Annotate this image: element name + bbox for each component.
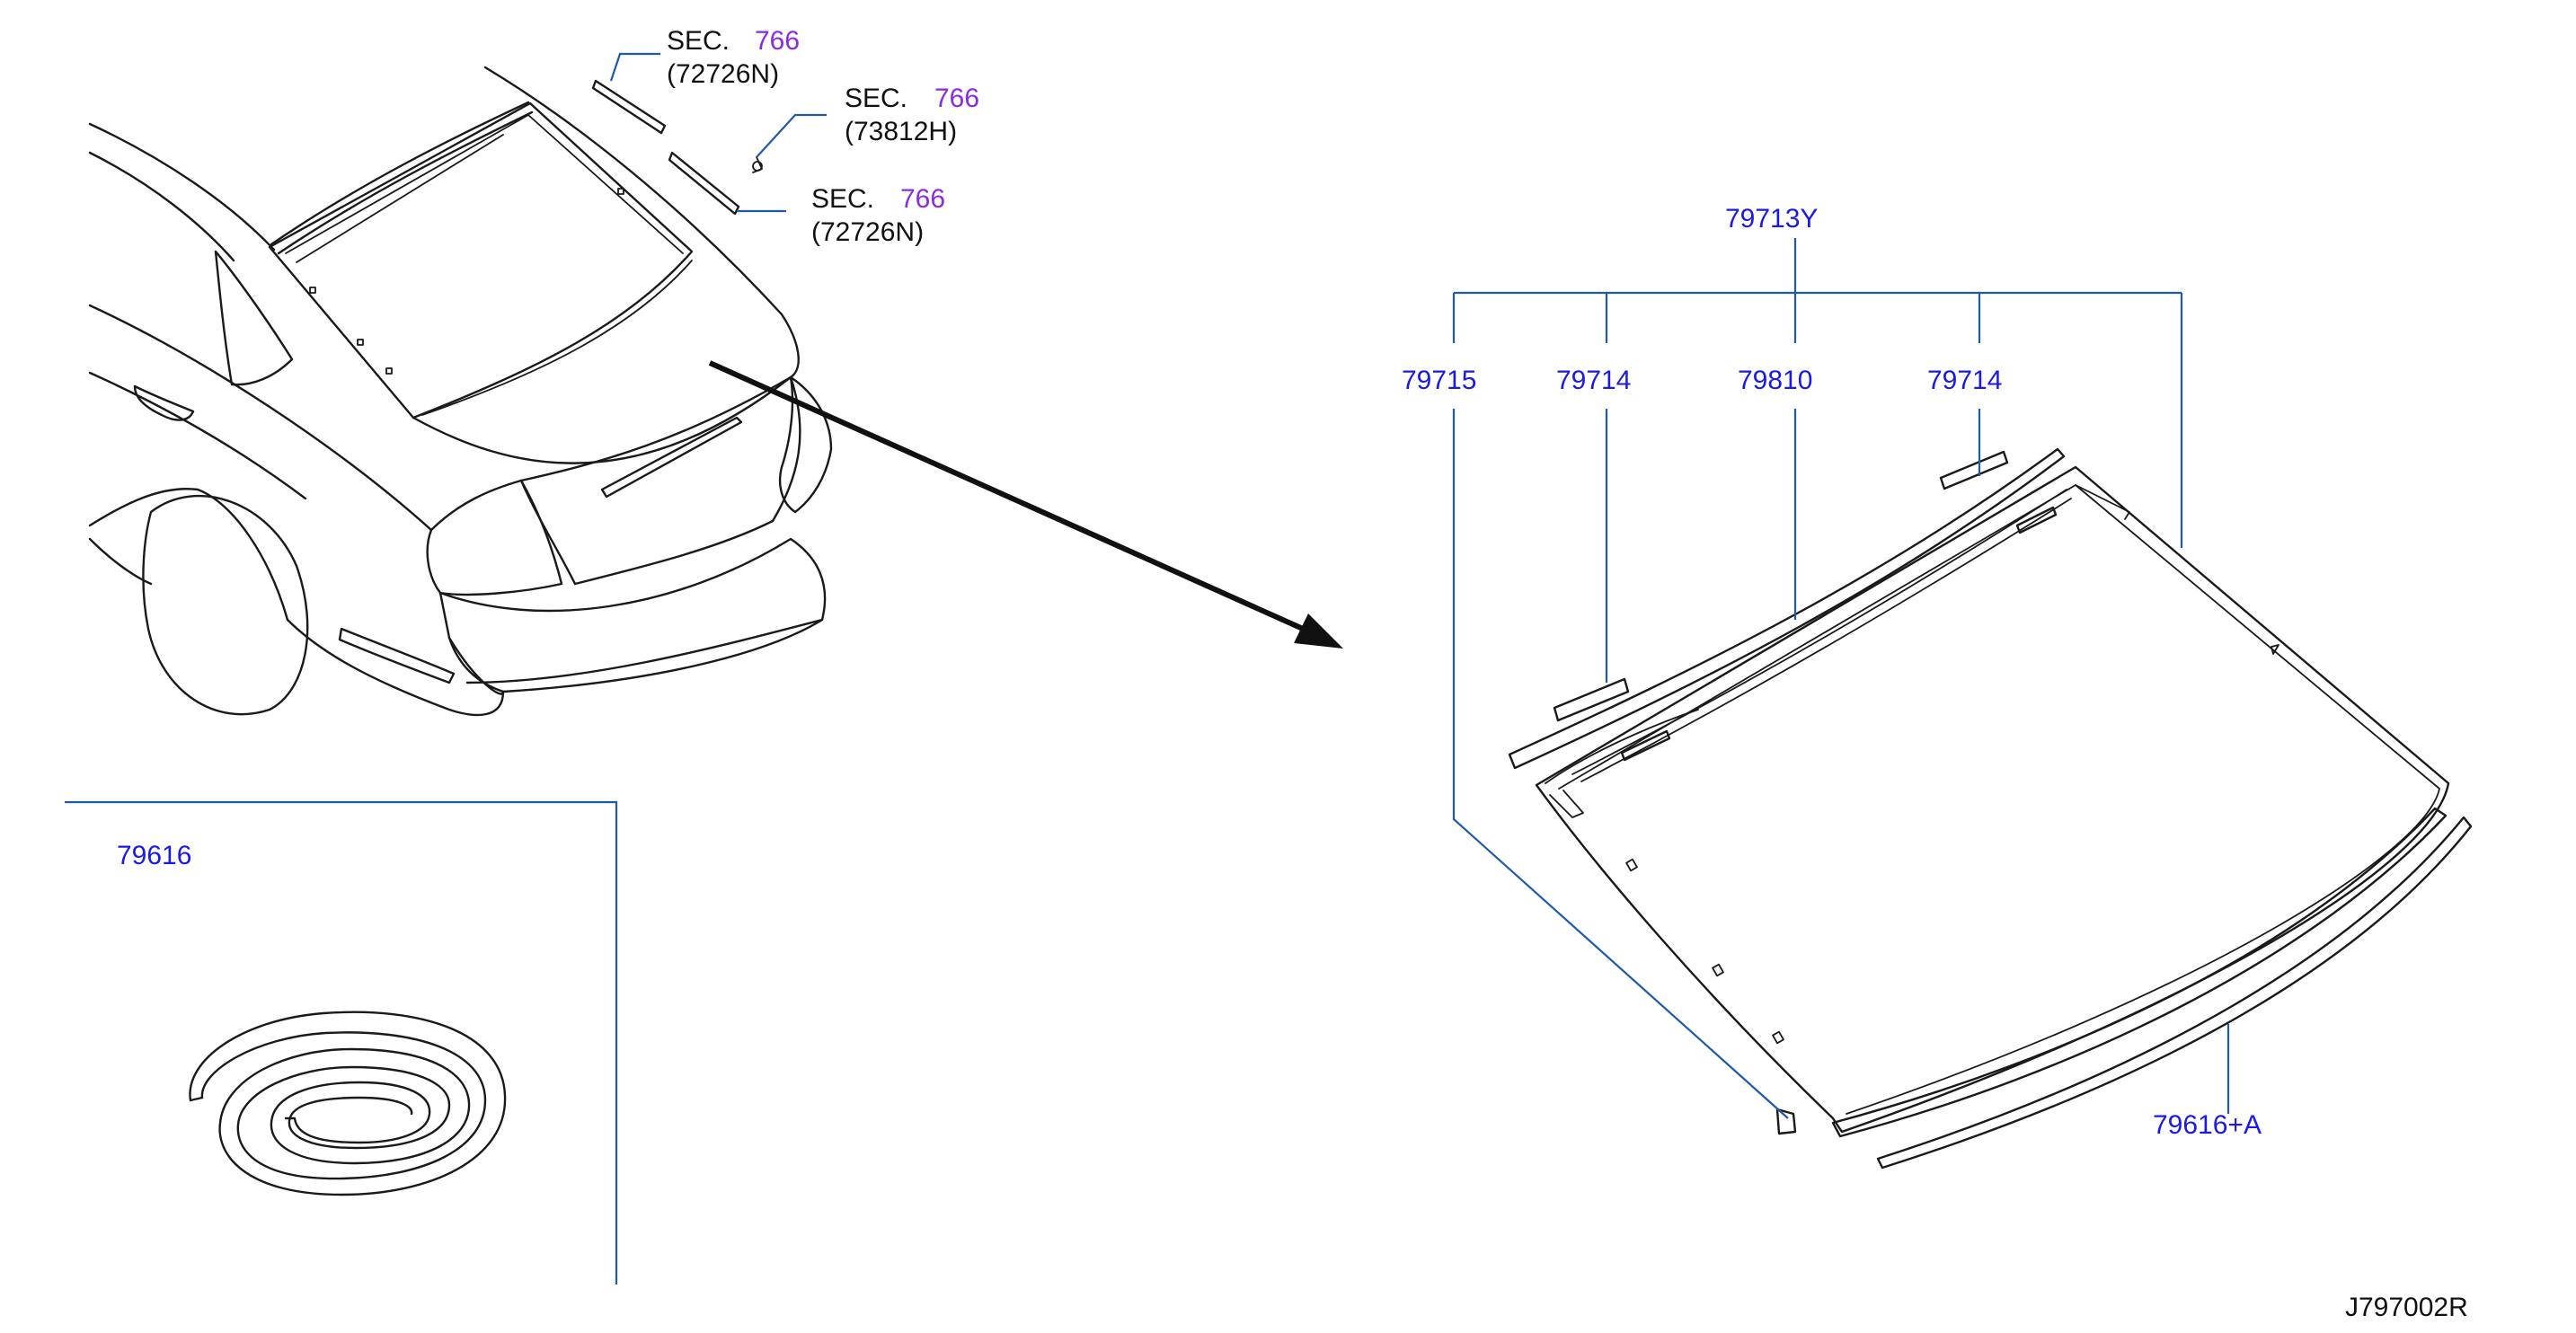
label-79715[interactable]: 79715	[1402, 366, 1476, 395]
car-rear-illustration	[88, 66, 833, 717]
label-79616a[interactable]: 79616+A	[2153, 1110, 2262, 1140]
leader-line-79715	[1452, 409, 1789, 1119]
diagram-id: J797002R	[2345, 1293, 2468, 1322]
label-79714-right[interactable]: 79714	[1927, 366, 2002, 395]
sec-label-2[interactable]: SEC.	[845, 84, 907, 113]
label-79714-left[interactable]: 79714	[1556, 366, 1631, 395]
label-79713y[interactable]: 79713Y	[1725, 204, 1818, 234]
sec-part-3: (72726N)	[811, 217, 924, 247]
label-79810[interactable]: 79810	[1738, 366, 1812, 395]
sealant-coil-illustration	[189, 1011, 507, 1196]
sec-label-3[interactable]: SEC.	[811, 184, 874, 214]
sec-number-3[interactable]: 766	[900, 184, 945, 214]
sec-part-1: (72726N)	[667, 59, 779, 89]
leader-line-sec-1	[609, 52, 660, 82]
leader-line-sec-2	[756, 113, 827, 158]
sec-label-1[interactable]: SEC.	[667, 26, 730, 56]
label-79616[interactable]: 79616	[117, 841, 191, 870]
sec-part-2: (73812H)	[845, 117, 957, 146]
arrow-pointer	[708, 360, 1343, 649]
rear-glass-illustration	[1508, 447, 2473, 1170]
sealant-box	[65, 800, 618, 1284]
sec-number-1[interactable]: 766	[755, 26, 800, 56]
callout-bracket-79713y	[1452, 238, 2183, 548]
sec-number-2[interactable]: 766	[934, 84, 979, 113]
